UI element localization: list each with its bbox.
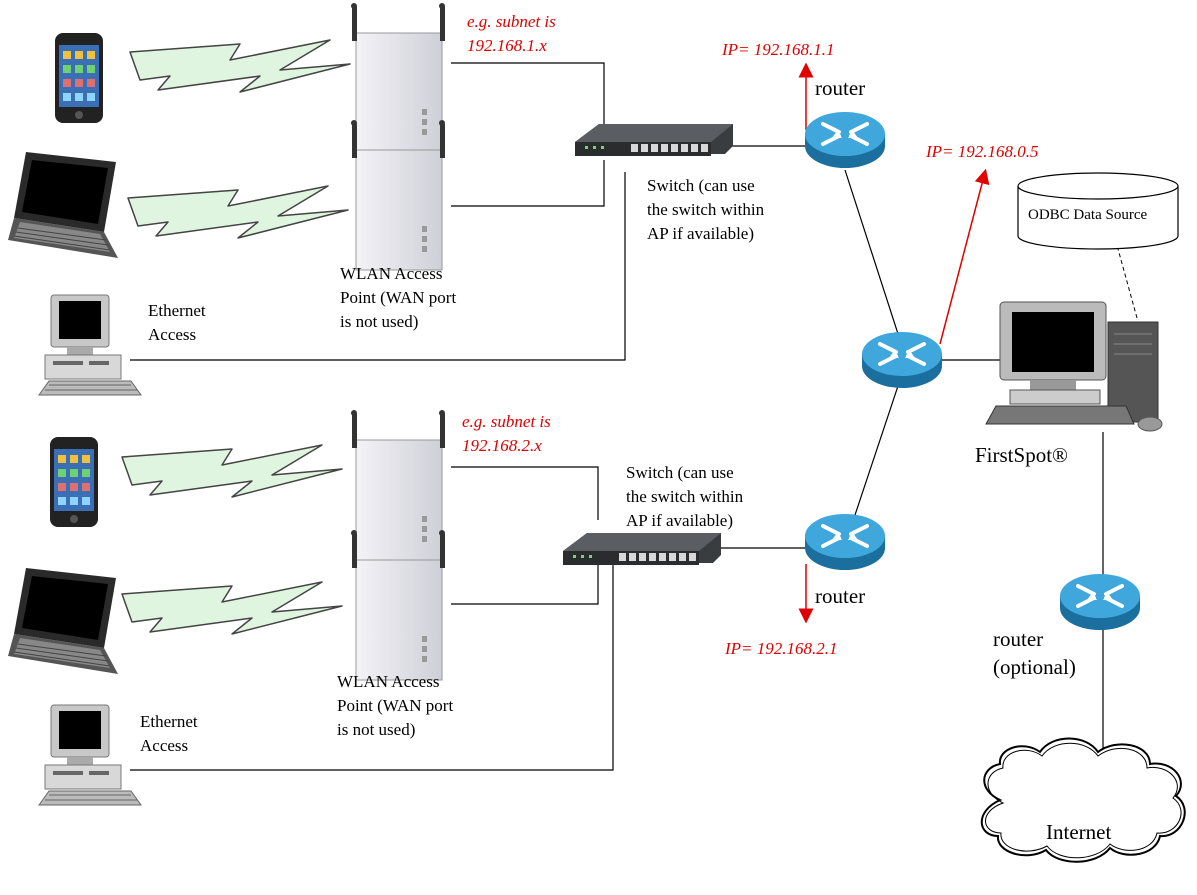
core-router-ip-label: IP= 192.168.0.5 bbox=[926, 142, 1039, 161]
wlan-access-point-icon bbox=[350, 409, 446, 561]
top-ap-label: WLAN Access Point (WAN port is not used) bbox=[340, 264, 457, 331]
switch-icon bbox=[575, 124, 733, 156]
bottom-ethernet-label: Ethernet Access bbox=[140, 712, 198, 755]
top-router-ip-label: IP= 192.168.1.1 bbox=[722, 40, 835, 59]
top-ethernet-label: Ethernet Access bbox=[148, 301, 206, 344]
optional-router-label: router (optional) bbox=[993, 627, 1076, 679]
top-router-label: router bbox=[815, 76, 866, 100]
router-icon bbox=[1058, 572, 1142, 632]
laptop-icon bbox=[7, 567, 119, 675]
bottom-router-ip-label: IP= 192.168.2.1 bbox=[725, 639, 838, 658]
smartphone-icon bbox=[55, 33, 103, 123]
database-icon bbox=[1017, 172, 1179, 250]
db-link-line bbox=[1114, 237, 1138, 319]
wireless-signal-icon bbox=[129, 39, 351, 93]
bottom-switch-label: Switch (can use the switch within AP if … bbox=[626, 463, 744, 530]
switch-icon bbox=[563, 533, 721, 565]
top-switch-label: Switch (can use the switch within AP if … bbox=[647, 176, 765, 243]
wlan-access-point-icon bbox=[350, 2, 446, 154]
top-subnet-label: e.g. subnet is 192.168.1.x bbox=[467, 12, 556, 55]
server-icon bbox=[985, 301, 1163, 432]
database-label: ODBC Data Source bbox=[1028, 207, 1148, 223]
bottom-ap-label: WLAN Access Point (WAN port is not used) bbox=[337, 672, 454, 739]
bottom-subnet-label: e.g. subnet is 192.168.2.x bbox=[462, 412, 551, 455]
wireless-signal-icon bbox=[121, 581, 343, 635]
connection-lines bbox=[130, 62, 1104, 771]
desktop-pc-icon bbox=[38, 294, 142, 396]
router-icon bbox=[803, 512, 887, 572]
router-icon bbox=[803, 110, 887, 170]
smartphone-icon bbox=[50, 437, 98, 527]
firstspot-label: FirstSpot® bbox=[975, 443, 1068, 467]
wireless-signal-icon bbox=[121, 444, 343, 498]
desktop-pc-icon bbox=[38, 704, 142, 806]
internet-label: Internet bbox=[1046, 820, 1112, 844]
wireless-signal-icon bbox=[127, 185, 349, 239]
laptop-icon bbox=[7, 151, 119, 259]
router-icon bbox=[860, 330, 944, 390]
core-router-ip-arrow bbox=[939, 168, 990, 345]
bottom-router-label: router bbox=[815, 584, 866, 608]
internet-cloud-icon bbox=[980, 737, 1186, 863]
